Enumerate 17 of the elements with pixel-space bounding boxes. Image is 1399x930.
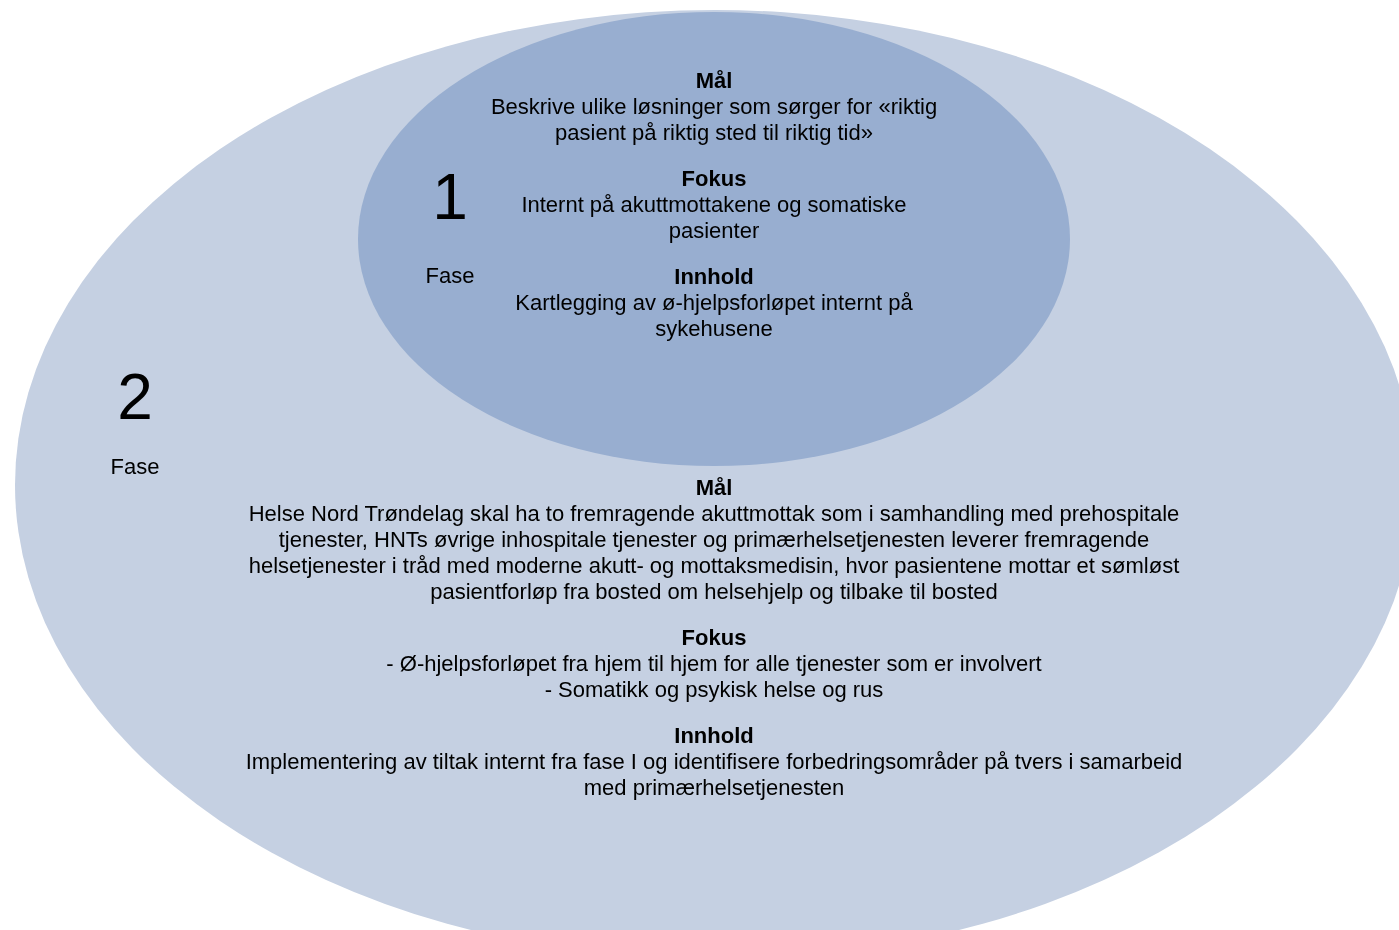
section-text: Beskrive ulike løsninger som sørger for «riktig pasient på riktig sted til riktig tid» [489, 94, 939, 146]
phase-label: Fase [109, 454, 161, 480]
section-heading: Mål [695, 68, 733, 94]
phase-number: 1 [431, 162, 469, 232]
section-text: Helse Nord Trøndelag skal ha to fremragende akuttmottak som i samhandling med prehospitale tjenester, HNTs øvrige inhospitale tjenester og primærhelsetjenesten leverer fremragende helsetjenester i tråd med moderne akutt- og mottaksmedisin, hvor pasientene mottar et sømløst pasientforløp fra bosted om helsehjelp og tilbake til bosted [247, 501, 1181, 605]
phase-number: 2 [116, 362, 154, 432]
section-heading: Innhold [674, 264, 754, 290]
section-heading: Mål [695, 475, 733, 501]
section-text: Kartlegging av ø-hjelpsforløpet internt på sykehusene [514, 290, 914, 342]
list-item: - Somatikk og psykisk helse og rus [544, 677, 884, 703]
section-text: Implementering av tiltak internt fra fase I og identifisere forbedringsområder på tvers i samarbeid med primærhelsetjenesten [244, 749, 1184, 801]
phase-label: Fase [424, 263, 476, 289]
section-heading: Fokus [681, 625, 747, 651]
section-heading: Fokus [681, 166, 747, 192]
section-text: Internt på akuttmottakene og somatiske pasienter [520, 192, 908, 244]
list-item: - Ø-hjelpsforløpet fra hjem til hjem for alle tjenester som er involvert [386, 651, 1042, 677]
section-heading: Innhold [674, 723, 754, 749]
